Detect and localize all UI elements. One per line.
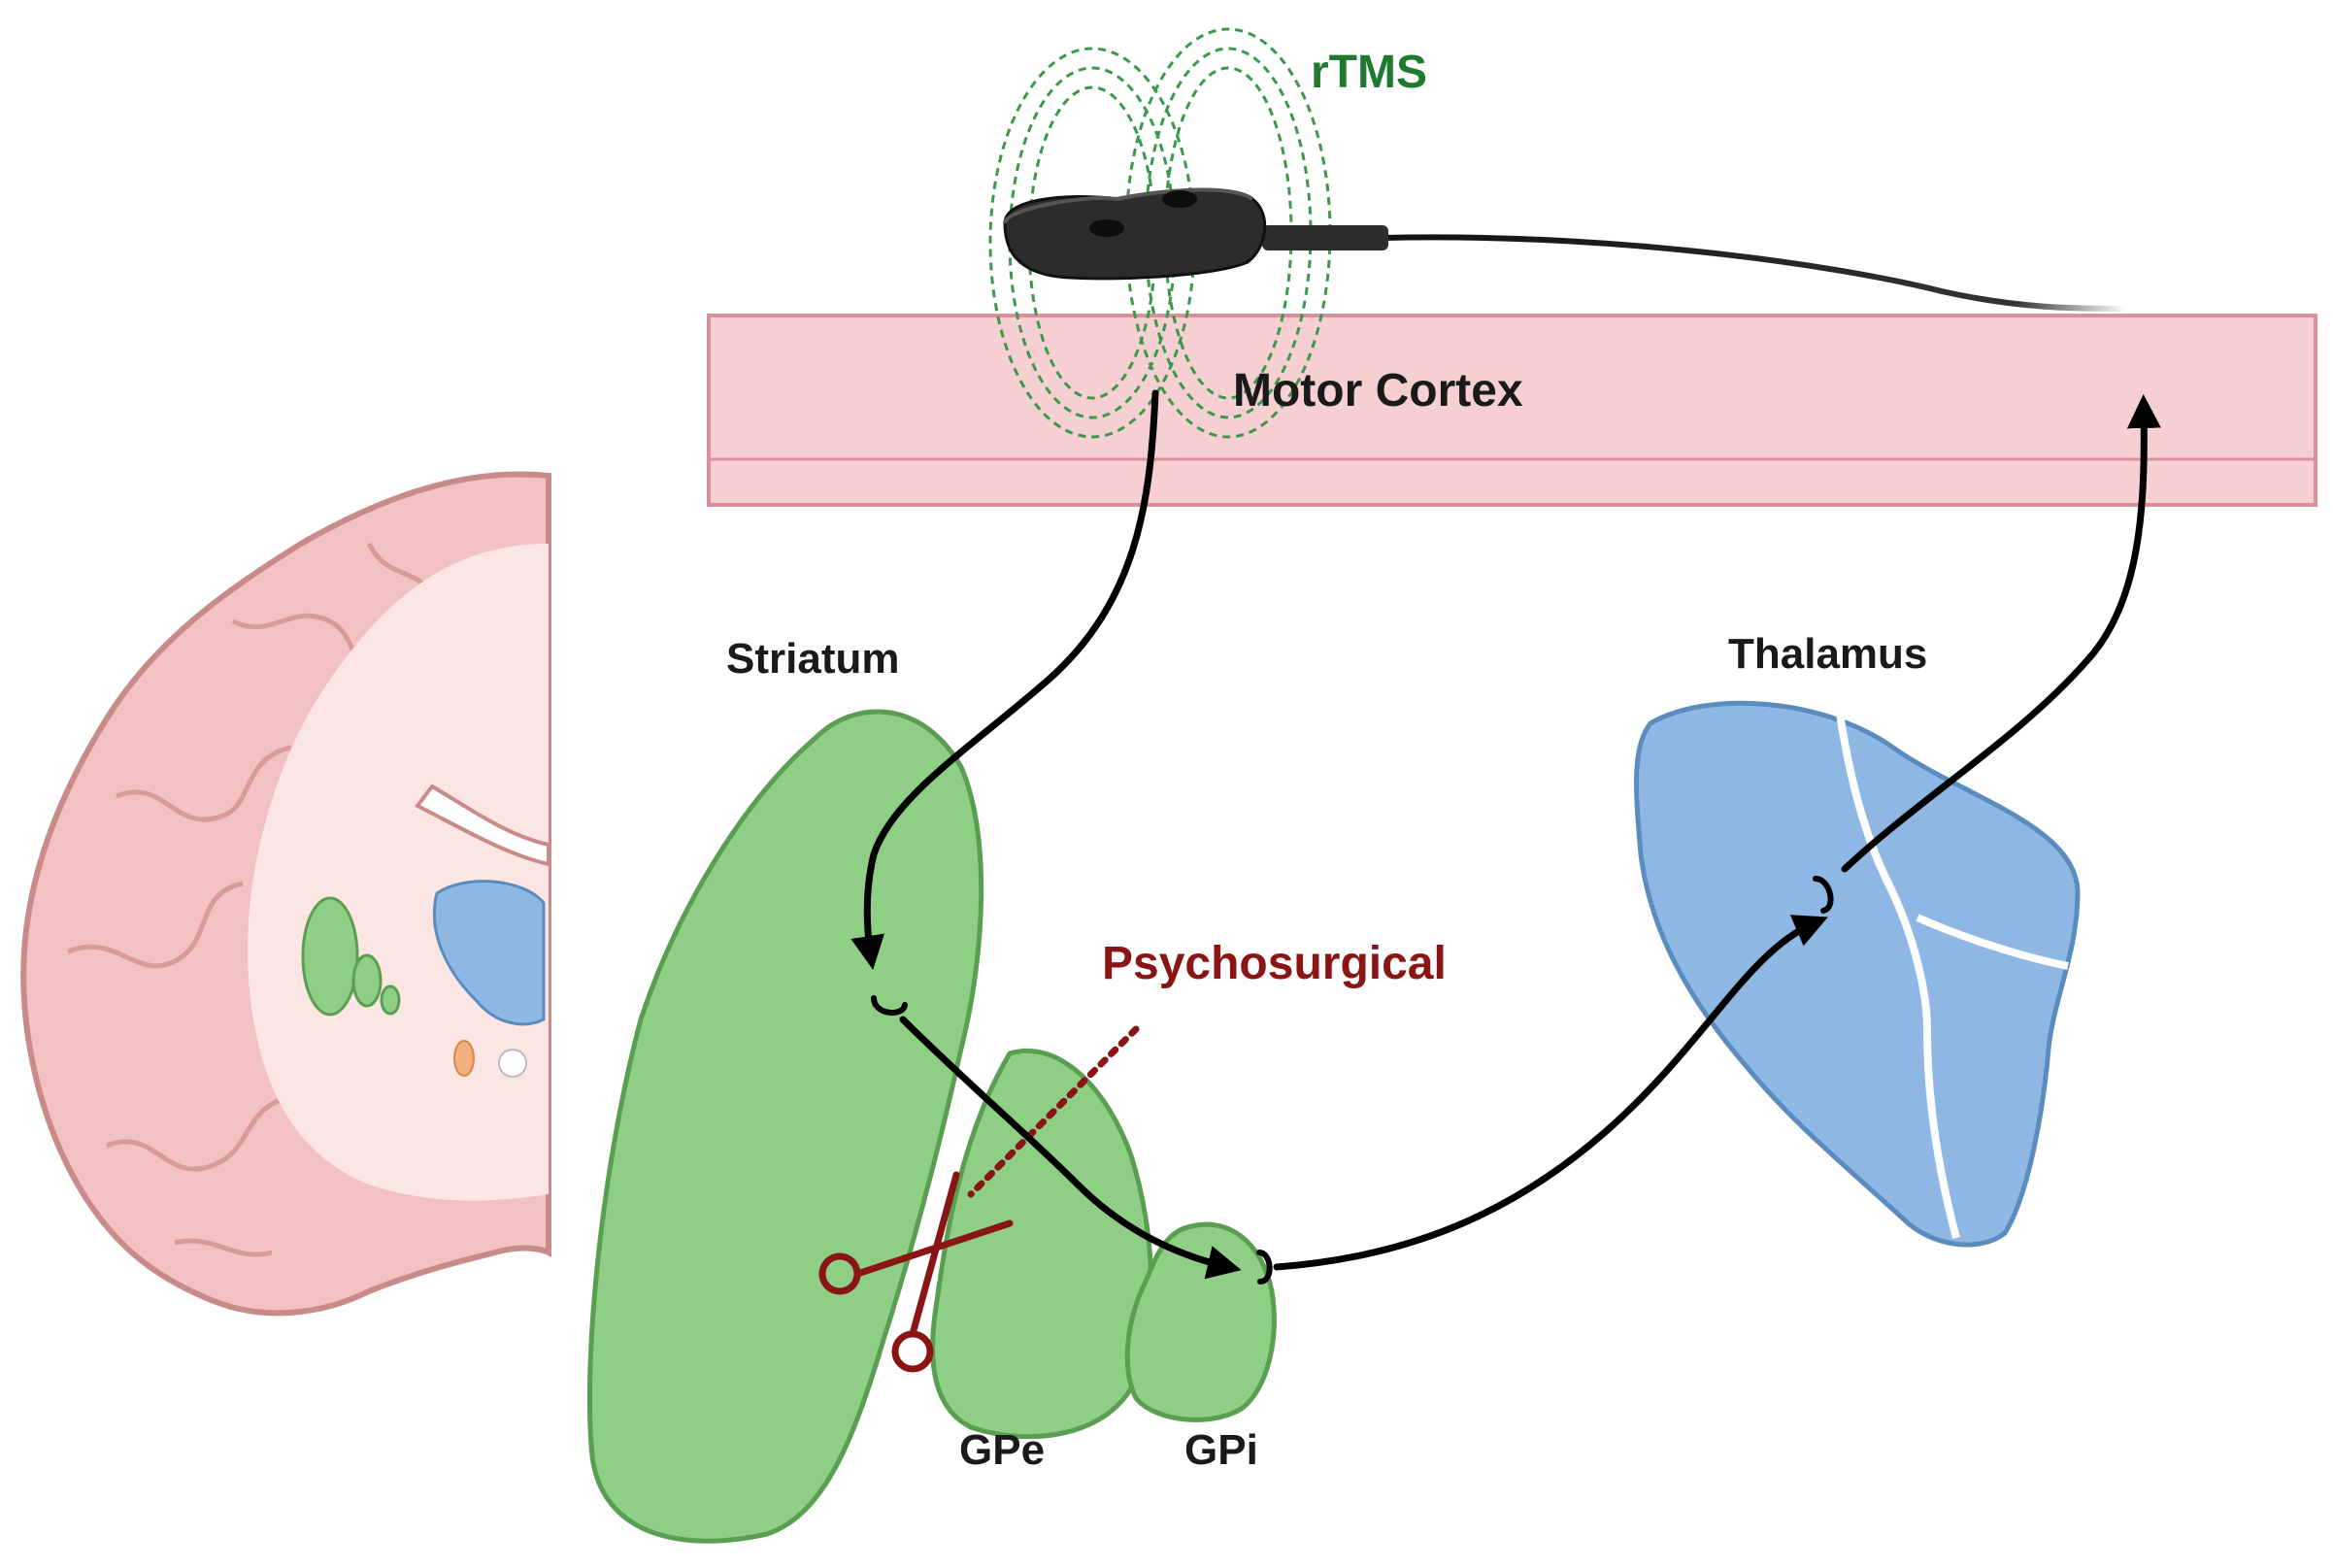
brain-white-matter [248, 544, 549, 1201]
arrow-gpi-to-thalamus [1273, 915, 1828, 1271]
arrow-striatum-to-gpi [899, 1016, 1242, 1280]
psychosurgical-cut-line [967, 1025, 1140, 1198]
striatum-label: Striatum [726, 635, 899, 683]
brain-mini-thalamus [432, 880, 546, 1026]
rtms-label: rTMS [1311, 47, 1427, 98]
motor-cortex-band [707, 314, 2317, 507]
rtms-coil [1003, 187, 2127, 312]
brain-mini-white-spot [498, 1049, 527, 1078]
brain-gyri-folds [67, 542, 458, 1257]
scissors-icon [818, 1171, 1014, 1373]
synapse-striatum [871, 995, 908, 1016]
gpi-label: GPi [1184, 1426, 1258, 1474]
brain-mini-gpi [380, 984, 401, 1016]
brain-mini-nucleus [453, 1040, 475, 1077]
gpe-shape [930, 1048, 1154, 1440]
brain-mini-striatum [301, 896, 359, 1017]
thalamus-label: Thalamus [1728, 630, 1927, 678]
arrow-cortex-to-striatum [850, 389, 1159, 970]
pathway-arrows [850, 389, 2161, 1284]
coronal-brain-section [20, 471, 551, 1317]
psychosurgical-label: Psychosurgical [1102, 938, 1447, 989]
arrow-thalamus-to-cortex [1841, 394, 2161, 873]
striatum-shape [586, 709, 984, 1544]
brain-lateral-ventricle [414, 784, 550, 867]
motor-cortex-label: Motor Cortex [1233, 365, 1523, 417]
brain-mini-gpe [351, 953, 383, 1008]
thalamus-shape [1634, 700, 2081, 1248]
rtms-cable [1383, 234, 2127, 312]
synapse-gpi [1256, 1250, 1273, 1284]
gpe-label: GPe [959, 1426, 1045, 1474]
synapse-thalamus [1813, 876, 1834, 914]
